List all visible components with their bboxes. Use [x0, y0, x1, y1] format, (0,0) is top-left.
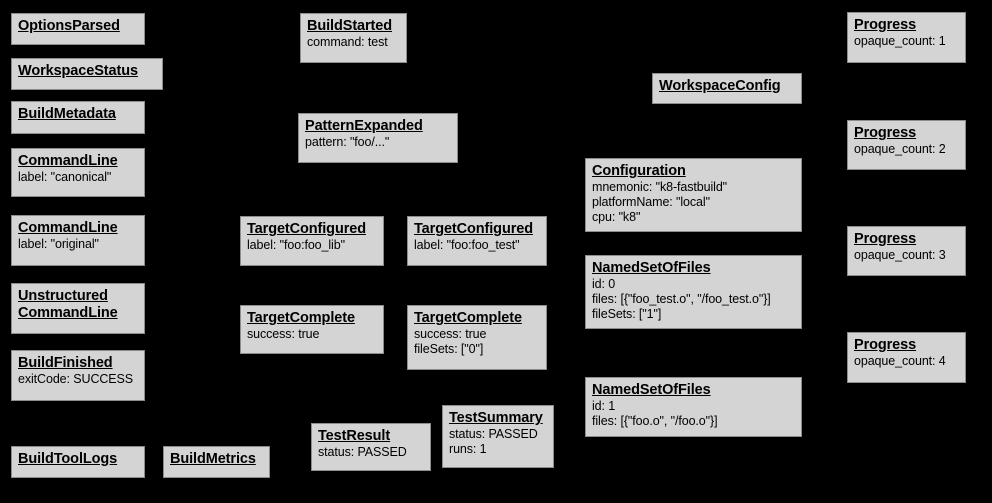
event-node-field: label: "foo:foo_test" [414, 238, 520, 252]
event-node-field: label: "foo:foo_lib" [247, 238, 345, 252]
event-node-field: pattern: "foo/..." [305, 135, 390, 149]
event-node-field: success: true [247, 327, 320, 341]
event-node-field: platformName: "local" [592, 195, 710, 209]
event-node-title: Configuration [592, 163, 686, 179]
event-node-field: opaque_count: 3 [854, 248, 946, 262]
event-node-field: opaque_count: 1 [854, 34, 946, 48]
event-node-title: BuildFinished [18, 355, 113, 371]
event-node-title: Progress [854, 231, 917, 247]
event-node-title: Progress [854, 17, 917, 33]
event-node-title: TargetConfigured [247, 221, 366, 237]
event-node-field: cpu: "k8" [592, 210, 641, 224]
event-node[interactable]: OptionsParsed [11, 13, 145, 45]
event-node-title: TestResult [318, 428, 391, 444]
event-node-field: files: [{"foo.o", "/foo.o"}] [592, 414, 718, 428]
event-node-field: status: PASSED [318, 445, 407, 459]
event-node-title: PatternExpanded [305, 118, 423, 134]
event-node-field: command: test [307, 35, 388, 49]
event-node-field: fileSets: ["1"] [592, 307, 662, 321]
event-node[interactable]: BuildMetadata [11, 101, 145, 134]
event-node-title: WorkspaceConfig [659, 78, 781, 94]
event-node-title: BuildToolLogs [18, 451, 118, 467]
event-node-field: id: 1 [592, 399, 616, 413]
event-node-title: CommandLine [18, 153, 118, 169]
event-node-title: BuildStarted [307, 18, 393, 34]
event-node-field: exitCode: SUCCESS [18, 372, 134, 386]
event-node-field: status: PASSED [449, 427, 538, 441]
event-node[interactable]: WorkspaceStatus [11, 58, 163, 90]
event-node-field: label: "canonical" [18, 170, 112, 184]
event-node-field: id: 0 [592, 277, 616, 291]
event-node-field: success: true [414, 327, 487, 341]
event-node-title: TargetComplete [414, 310, 522, 326]
event-node-title-line2: CommandLine [18, 305, 118, 321]
event-node-title: Progress [854, 337, 917, 353]
event-node-title: TargetConfigured [414, 221, 533, 237]
event-node-title: Unstructured [18, 288, 108, 304]
event-node-title: WorkspaceStatus [18, 63, 138, 79]
event-node-title: BuildMetadata [18, 106, 116, 122]
event-node-title: NamedSetOfFiles [592, 260, 711, 276]
event-node-title: TestSummary [449, 410, 543, 426]
event-node[interactable]: BuildMetrics [163, 446, 270, 478]
event-node-field: fileSets: ["0"] [414, 342, 484, 356]
event-node-title: BuildMetrics [170, 451, 256, 467]
event-node-field: mnemonic: "k8-fastbuild" [592, 180, 728, 194]
event-node-field: label: "original" [18, 237, 99, 251]
event-node-field: files: [{"foo_test.o", "/foo_test.o"}] [592, 292, 771, 306]
event-node-field: opaque_count: 2 [854, 142, 946, 156]
event-node-title: Progress [854, 125, 917, 141]
event-node[interactable]: WorkspaceConfig [652, 73, 802, 104]
event-node-field: runs: 1 [449, 442, 487, 456]
event-node-field: opaque_count: 4 [854, 354, 946, 368]
event-node-title: CommandLine [18, 220, 118, 236]
event-node[interactable]: BuildToolLogs [11, 446, 145, 478]
event-node-title: TargetComplete [247, 310, 355, 326]
event-node-title: NamedSetOfFiles [592, 382, 711, 398]
event-node-title: OptionsParsed [18, 18, 120, 34]
